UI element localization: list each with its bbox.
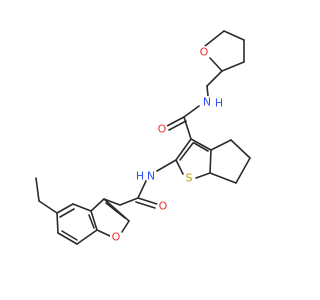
bond-benz-5 xyxy=(76,229,98,245)
bond-thio-4 xyxy=(175,159,184,175)
atom-n-amide-mid: N xyxy=(145,170,157,183)
svg-text:H: H xyxy=(136,170,144,183)
bond-furan-3 xyxy=(96,229,111,237)
bond-benz-1 xyxy=(72,203,92,212)
bond-furan-4 xyxy=(121,220,130,233)
atom-s-thiophene: S xyxy=(183,172,195,185)
bond-furan-5b xyxy=(105,202,126,219)
bond-ethyl-1 xyxy=(38,200,58,214)
bond-n-mid-carbonyl xyxy=(137,180,147,199)
bond-c-o-top-1 xyxy=(166,116,185,127)
bond-benz-2b xyxy=(59,208,75,218)
atom-o-thf: O xyxy=(198,46,210,59)
bond-c-o-mid-2 xyxy=(135,201,156,209)
bond-ch2-thf xyxy=(206,70,223,87)
atom-o-carbonyl-mid: O xyxy=(157,200,169,213)
bond-thf-2 xyxy=(223,30,245,41)
bond-benz-6b xyxy=(88,214,95,229)
atom-h-amide-top: H xyxy=(214,97,224,110)
bond-ch2-benzofuran xyxy=(103,198,121,206)
molecule-diagram: O N H O N H S xyxy=(35,30,251,245)
bond-cp-1 xyxy=(210,139,232,151)
bonds-layer xyxy=(35,30,251,245)
svg-text:O: O xyxy=(159,200,168,213)
bond-benz-4b xyxy=(61,230,78,241)
bond-thio-3 xyxy=(195,172,211,179)
atom-h-amide-mid: H xyxy=(135,170,145,183)
svg-text:O: O xyxy=(158,123,167,136)
atom-o-furan: O xyxy=(110,231,122,244)
bond-thio-5 xyxy=(175,138,192,161)
bond-thf-4 xyxy=(221,61,245,72)
bond-furan-1 xyxy=(90,198,105,212)
bond-c-o-mid-1 xyxy=(137,197,158,205)
bond-cp-3 xyxy=(235,157,251,184)
svg-text:N: N xyxy=(203,96,211,109)
bond-thio-2 xyxy=(209,149,212,174)
bond-ethyl-2 xyxy=(35,177,40,202)
bond-c2-n-mid xyxy=(156,159,177,172)
bond-cp-2 xyxy=(230,139,251,159)
bond-cp-4 xyxy=(209,172,237,184)
bond-thf-5 xyxy=(209,57,223,72)
bond-benz-2 xyxy=(56,203,74,214)
atom-n-amide-top: N xyxy=(201,96,213,109)
bond-furan-2 xyxy=(90,210,98,231)
svg-text:O: O xyxy=(200,46,209,59)
svg-text:H: H xyxy=(215,97,223,110)
molecule-svg: O N H O N H S xyxy=(35,30,251,245)
svg-text:S: S xyxy=(186,172,193,185)
bond-benz-4 xyxy=(57,232,78,245)
bond-ch2-n xyxy=(206,85,209,97)
atom-labels-layer: O N H O N H S xyxy=(110,46,224,244)
bond-n-carbonyl xyxy=(183,105,200,118)
bond-carbonyl-ch2 xyxy=(119,197,139,206)
svg-text:O: O xyxy=(112,231,121,244)
bond-benz-3 xyxy=(56,212,59,234)
bond-thio-1b xyxy=(193,142,209,152)
bond-thio-5b xyxy=(179,142,194,161)
bond-thf-1 xyxy=(204,30,225,47)
bond-thio-1 xyxy=(190,138,212,151)
bond-c-o-top-2 xyxy=(168,120,187,131)
bond-carbonyl-c3 xyxy=(183,116,192,140)
atom-o-carbonyl-top: O xyxy=(156,123,168,136)
svg-text:N: N xyxy=(147,170,155,183)
